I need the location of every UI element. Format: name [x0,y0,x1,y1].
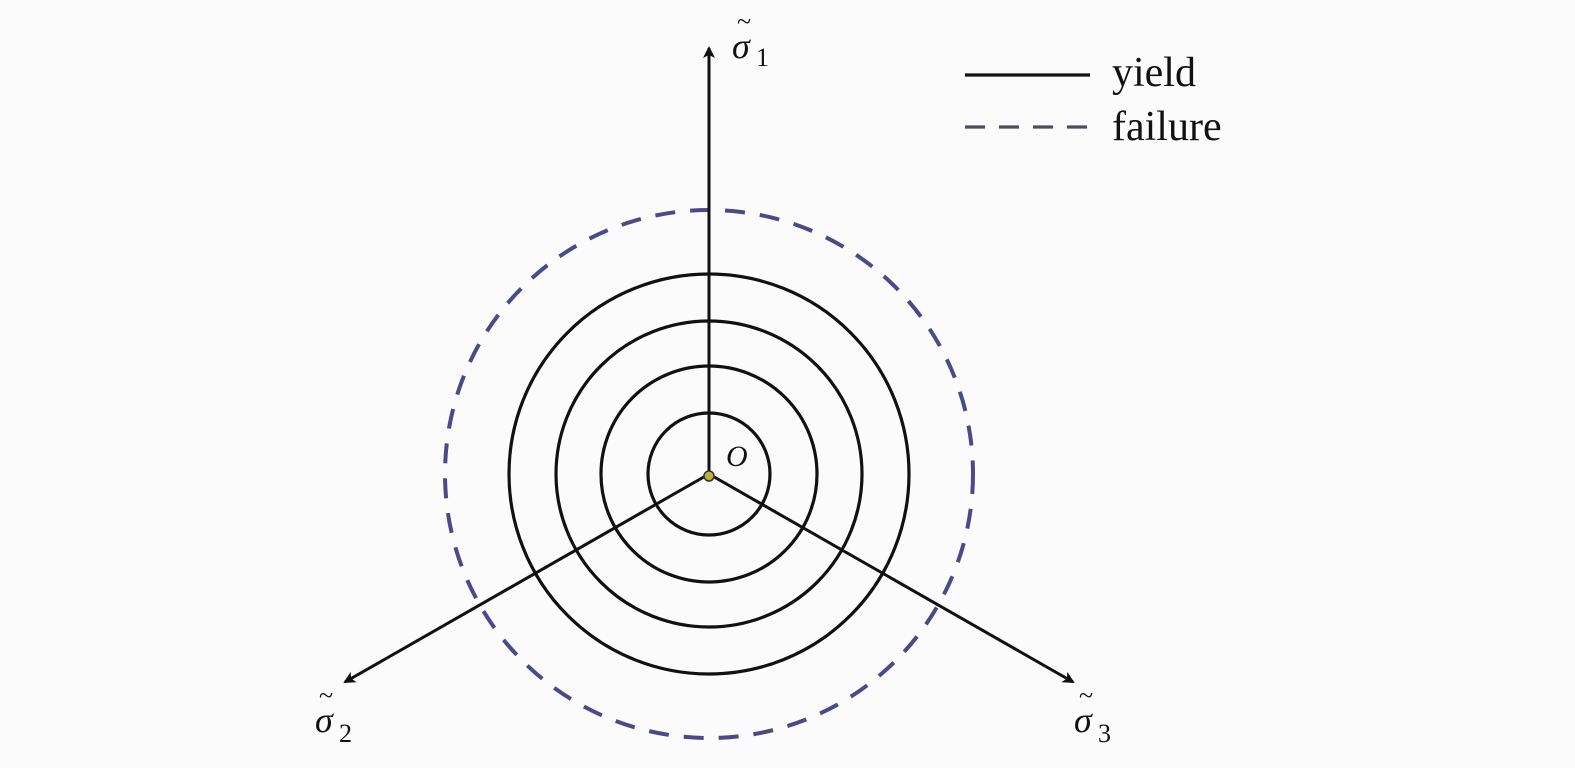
sigma1-axis-label: ~ σ 1 [732,7,769,72]
legend-yield-label: yield [1112,50,1196,96]
sigma3-axis [708,472,1075,684]
svg-text:σ: σ [1074,700,1093,740]
svg-text:~: ~ [319,681,333,710]
svg-text:σ: σ [732,26,751,66]
svg-text:σ: σ [315,700,334,740]
sigma2-axis-label: ~ σ 2 [315,681,352,748]
svg-text:~: ~ [1079,681,1093,710]
svg-text:3: 3 [1098,719,1111,748]
sigma2-axis [343,472,710,684]
svg-text:1: 1 [756,43,769,72]
origin-label: O [726,440,748,473]
sigma3-axis-label: ~ σ 3 [1074,681,1111,748]
legend-failure-label: failure [1112,104,1222,150]
svg-text:~: ~ [737,7,751,36]
legend: yield failure [965,50,1222,150]
svg-text:2: 2 [339,719,352,748]
origin-point [703,470,715,482]
